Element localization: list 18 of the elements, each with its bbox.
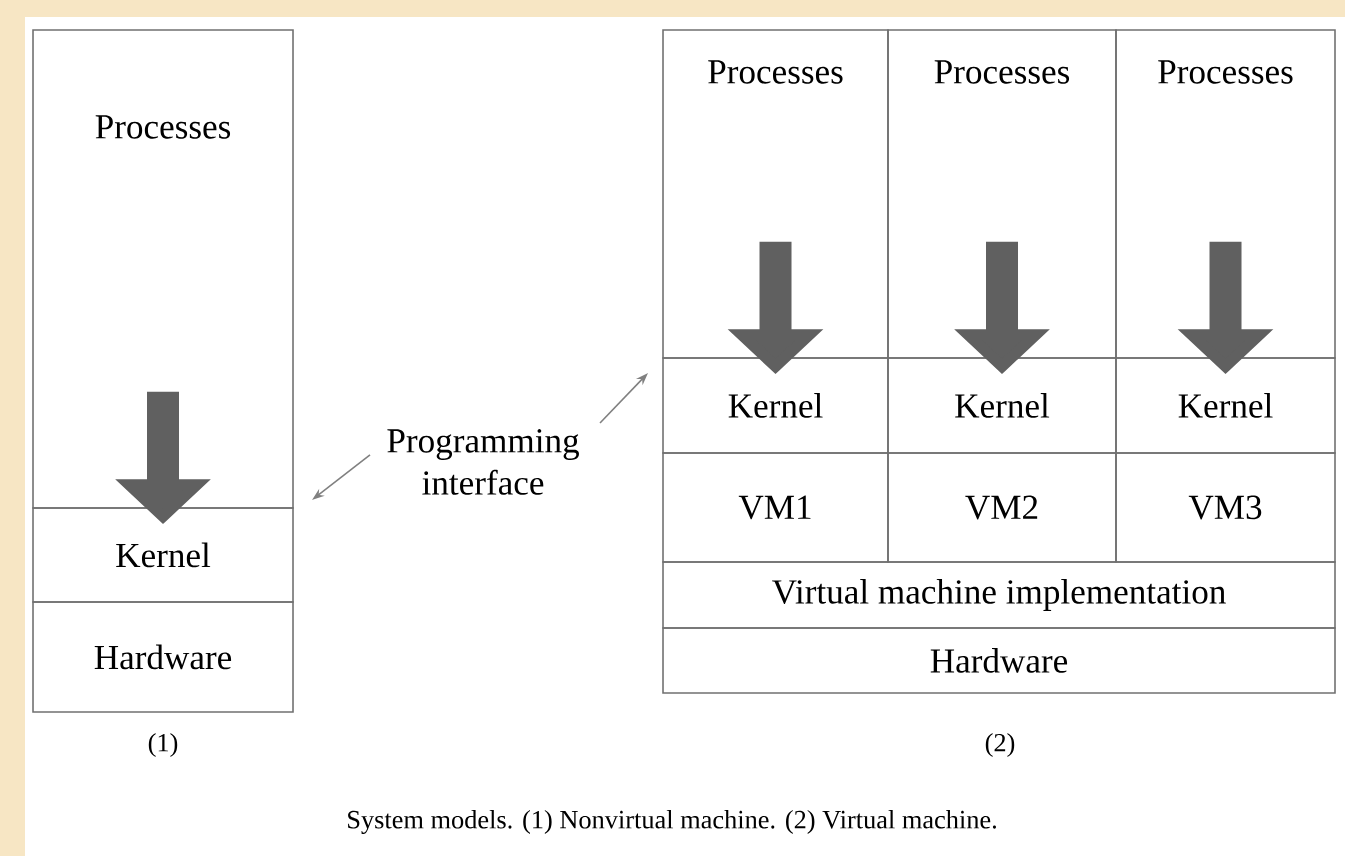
layer-box: VM2: [887, 452, 1117, 563]
layer-box: VM1: [662, 452, 889, 563]
layer-box: Hardware: [662, 627, 1336, 694]
interface-label: Programming interface: [387, 429, 579, 495]
leader-line: [599, 373, 648, 424]
caption: System models. (1) Nonvirtual machine. (2) Virtual machine.: [348, 810, 996, 834]
layer-box: Processes: [1115, 29, 1336, 359]
figure-number: (2): [985, 733, 1015, 757]
layer-box: VM3: [1115, 452, 1336, 563]
layer-box: Processes: [32, 29, 294, 509]
layer-box: Virtual machine implementation: [662, 561, 1336, 629]
layer-box: Kernel: [32, 507, 294, 603]
layer-box: Kernel: [1115, 357, 1336, 454]
layer-box: Kernel: [887, 357, 1117, 454]
layer-box: Hardware: [32, 601, 294, 713]
layer-box: Kernel: [662, 357, 889, 454]
layer-box: Processes: [887, 29, 1117, 359]
layer-box: Processes: [662, 29, 889, 359]
